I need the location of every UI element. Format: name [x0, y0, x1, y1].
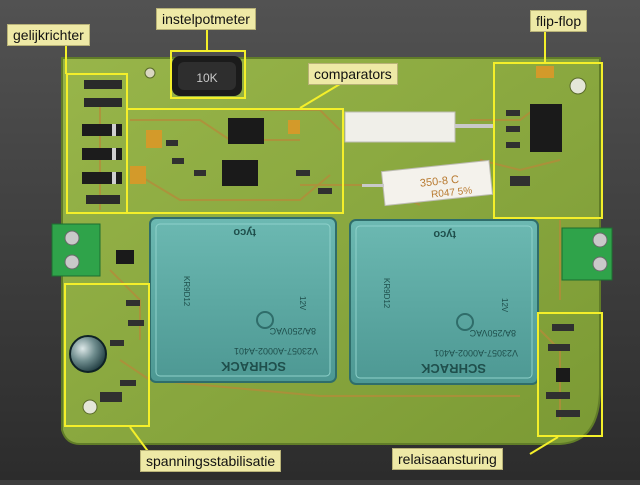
label-flip-flop: flip-flop: [530, 10, 588, 32]
resistor-text-1: 350-8 C: [419, 174, 459, 190]
zone-instelpotmeter: [170, 50, 246, 99]
power-resistors: 350-8 C R047 5%: [344, 111, 495, 207]
relay-right: tyco SCHRACK V23057-A0002-A401 8A/250VAC…: [349, 219, 539, 385]
zone-flip-flop: [493, 62, 603, 219]
terminal-left: [51, 223, 101, 277]
resistor-text-2: R047 5%: [431, 185, 473, 200]
mounting-hole: [144, 67, 156, 79]
rectifier-diodes: [82, 80, 122, 204]
pot-marking: 10K: [196, 71, 217, 85]
relay-code: KR9D12: [182, 276, 191, 307]
relay-left: tyco SCHRACK V23057-A0002-A401 8A/250VAC…: [149, 217, 337, 383]
potentiometer: 10K: [172, 56, 242, 96]
zone-relaisaansturing: [537, 312, 603, 437]
relay-part: V23057-A0002-A401: [234, 346, 318, 356]
label-gelijkrichter: gelijkrichter: [7, 24, 90, 46]
relay-maker: SCHRACK: [220, 359, 286, 374]
relay-rating: 8A/250VAC: [269, 326, 316, 336]
relay-coil: 12V: [500, 298, 509, 313]
zone-comparators: [126, 108, 344, 214]
label-relaisaansturing: relaisaansturing: [392, 448, 503, 470]
relay-coil: 12V: [298, 296, 307, 311]
relay-maker: SCHRACK: [420, 361, 486, 376]
relay-brand: tyco: [233, 226, 256, 238]
mounting-hole: [569, 77, 587, 95]
relay-rating: 8A/250VAC: [469, 328, 516, 338]
relay-brand: tyco: [433, 228, 456, 240]
mounting-hole: [82, 399, 98, 415]
relay-part: V23057-A0002-A401: [434, 348, 518, 358]
relay-code: KR9D12: [382, 278, 391, 309]
comparator-components: [130, 118, 332, 194]
flip-flop-ic: [506, 66, 562, 186]
label-instelpotmeter: instelpotmeter: [156, 8, 256, 30]
zone-spanningsstabilisatie: [64, 283, 150, 427]
relay-driver-components: [546, 324, 580, 417]
label-comparators: comparators: [308, 63, 398, 85]
terminal-right: [561, 227, 613, 281]
regulator-components: [69, 250, 144, 402]
label-spanningsstabilisatie: spanningsstabilisatie: [140, 450, 282, 472]
